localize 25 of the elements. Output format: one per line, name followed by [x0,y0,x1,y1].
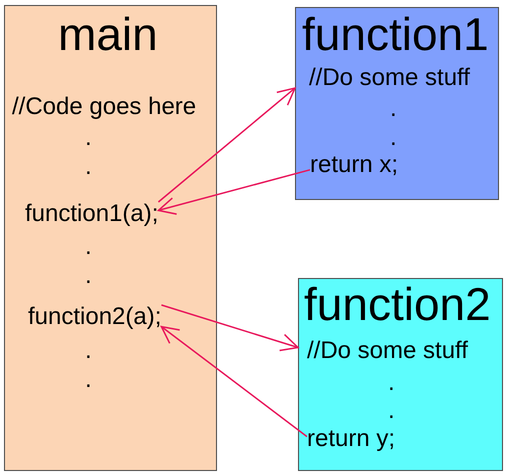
ellipsis-dot: . [390,126,397,150]
ellipsis-dot: . [390,97,397,121]
block-title: function1 [302,11,489,57]
ellipsis-dot: . [85,126,92,150]
ellipsis-dot: . [85,339,92,363]
function-block [298,278,503,471]
block-title: function2 [304,281,491,327]
code-block [4,5,217,471]
ellipsis-dot: . [388,399,395,423]
arrow [161,304,299,352]
code-comment: //Do some stuff [307,339,468,363]
ellipsis-dot: . [85,264,92,288]
ellipsis-dot: . [85,235,92,259]
code-comment: //Code goes here [12,95,196,119]
function-call: function2(a); [28,305,162,329]
ellipsis-dot: . [388,371,395,395]
function-block [295,7,499,200]
arrow [158,87,296,203]
return-statement: return x; [310,153,398,177]
code-comment: //Do some stuff [309,66,470,90]
return-statement: return y; [307,427,396,451]
block-title: main [58,11,158,57]
ellipsis-dot: . [85,155,92,179]
function-call: function1(a); [25,202,158,226]
ellipsis-dot: . [85,368,92,392]
